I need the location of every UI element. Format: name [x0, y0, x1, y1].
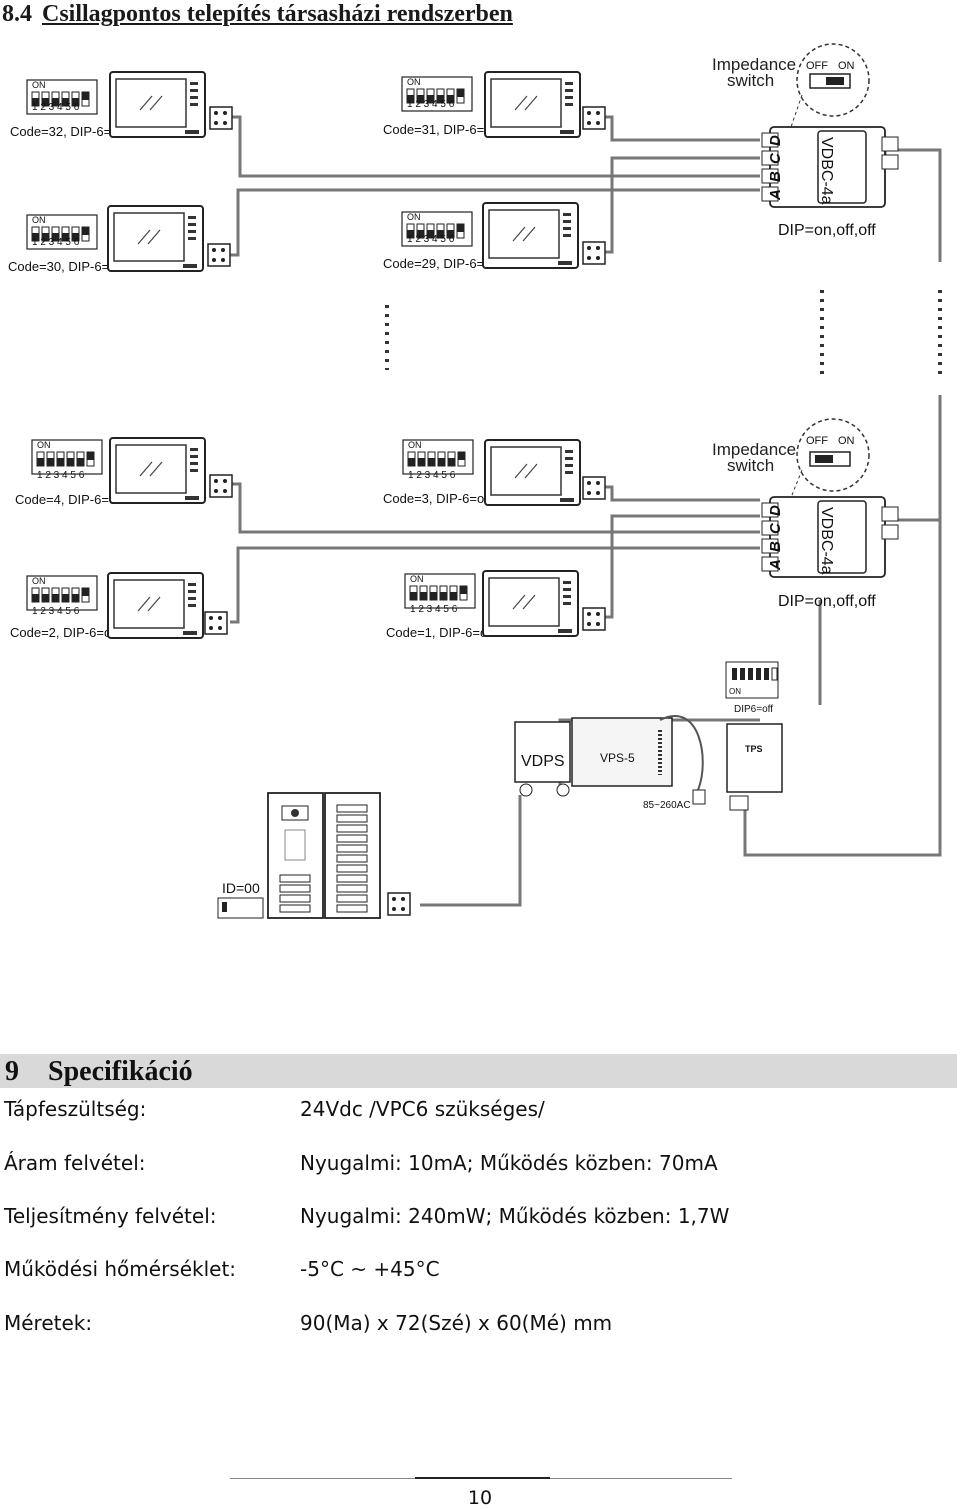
svg-text:D: D [767, 135, 784, 146]
impedance-label: Impedance [712, 55, 796, 74]
svg-text:ON: ON [838, 435, 855, 447]
section-number: 8.4 [2, 1, 32, 27]
svg-text:switch: switch [727, 71, 774, 90]
vdbc-dip-label: DIP=on,off,off [778, 222, 876, 239]
vps-5-module [571, 717, 673, 787]
svg-text:ON: ON [37, 440, 51, 450]
footer-rule [230, 1477, 732, 1479]
svg-text:C: C [767, 522, 784, 534]
svg-text:1 2 3 4 5 6: 1 2 3 4 5 6 [37, 470, 85, 481]
monitor-code-label: Code=3, DIP-6=on [383, 491, 491, 506]
svg-text:1 2 3 4 5 6: 1 2 3 4 5 6 [407, 99, 455, 110]
svg-text:1 2 3 4 5 6: 1 2 3 4 5 6 [32, 606, 80, 617]
spec-row: Tápfeszültség: 24Vdc /VPC6 szükséges/ [0, 1097, 960, 1127]
panel-id-label: ID=00 [222, 880, 260, 896]
spec-value: Nyugalmi: 10mA; Működés közben: 70mA [300, 1151, 718, 1175]
monitor-unit [109, 437, 206, 504]
svg-text:ON: ON [410, 574, 424, 584]
monitor-unit [107, 572, 204, 639]
spec-label: Méretek: [4, 1311, 93, 1335]
wiring-diagram: ON ON ON ON 1 2 3 4 5 6 1 2 3 4 5 6 1 2 … [8, 43, 942, 919]
dip-on-label: ON [32, 80, 46, 90]
monitor-unit [482, 202, 579, 269]
terminal-block [582, 476, 606, 500]
spec-row: Teljesítmény felvétel: Nyugalmi: 240mW; … [0, 1204, 960, 1234]
monitor-code-label: Code=1, DIP-6=on [386, 625, 494, 640]
spec-number: 9 [5, 1056, 19, 1087]
ac-input-label: 85~260AC [643, 800, 691, 811]
terminal-block [204, 611, 228, 635]
monitor-code-label: Code=31, DIP-6=on [383, 122, 499, 137]
monitor-code-label: Code=4, DIP-6=on [15, 492, 123, 507]
svg-text:VDPS: VDPS [521, 753, 565, 770]
spec-label: Teljesítmény felvétel: [4, 1204, 217, 1228]
svg-text:Impedance: Impedance [712, 440, 796, 459]
spec-row: Működési hőmérséklet: -5°C ~ +45°C [0, 1257, 960, 1287]
vdbc-label: VDBC-4a [818, 137, 835, 205]
svg-text:D: D [767, 505, 784, 516]
monitor-code-label: Code=29, DIP-6=on [383, 256, 499, 271]
spec-heading: 9 Specifikáció [0, 1054, 957, 1088]
section-heading: 8.4 Csillagpontos telepítés társasházi re… [2, 0, 513, 34]
tps-module [726, 723, 783, 793]
spec-label: Áram felvétel: [4, 1151, 146, 1175]
spec-title: Specifikáció [48, 1056, 193, 1087]
spec-value: 24Vdc /VPC6 szükséges/ [300, 1097, 545, 1121]
monitor-unit [484, 71, 581, 138]
spec-label: Működési hőmérséklet: [4, 1257, 237, 1281]
page-number: 10 [467, 1487, 493, 1509]
terminal-block [582, 106, 606, 130]
svg-text:ON: ON [32, 215, 46, 225]
terminal-block [209, 106, 233, 130]
monitor-unit [107, 205, 204, 272]
spec-row: Áram felvétel: Nyugalmi: 10mA; Működés k… [0, 1151, 960, 1181]
spec-row: Méretek: 90(Ma) x 72(Szé) x 60(Mé) mm [0, 1311, 960, 1341]
svg-text:VDBC-4a: VDBC-4a [818, 507, 835, 575]
svg-text:TPS: TPS [745, 744, 763, 754]
svg-text:ON: ON [838, 60, 855, 72]
svg-text:ON: ON [407, 77, 421, 87]
spec-value: -5°C ~ +45°C [300, 1257, 440, 1281]
vdps-module [514, 721, 571, 783]
svg-text:DIP=on,off,off: DIP=on,off,off [778, 593, 876, 610]
svg-text:B: B [767, 541, 784, 552]
section-title: Csillagpontos telepítés társasházi rends… [42, 1, 513, 27]
svg-text:OFF: OFF [806, 60, 828, 72]
svg-text:A: A [767, 189, 784, 201]
monitor-code-label: Code=2, DIP-6=on [10, 625, 118, 640]
monitor-unit [482, 570, 579, 637]
svg-text:ON: ON [408, 440, 422, 450]
svg-text:1 2 3 4 5 6: 1 2 3 4 5 6 [32, 237, 80, 248]
svg-text:C: C [767, 152, 784, 164]
terminal-block [387, 892, 411, 916]
svg-text:1 2 3 4 5 6: 1 2 3 4 5 6 [407, 234, 455, 245]
svg-text:ON: ON [407, 212, 421, 222]
svg-text:ON: ON [32, 576, 46, 586]
svg-text:A: A [767, 559, 784, 571]
monitor-code-label: Code=32, DIP-6=on [10, 124, 126, 139]
terminal-block [582, 241, 606, 265]
monitor-code-label: Code=30, DIP-6=on [8, 259, 124, 274]
svg-text:VPS-5: VPS-5 [600, 751, 635, 765]
spec-label: Tápfeszültség: [4, 1097, 147, 1121]
terminal-block [209, 474, 233, 498]
svg-text:OFF: OFF [806, 435, 828, 447]
spec-value: 90(Ma) x 72(Szé) x 60(Mé) mm [300, 1311, 613, 1335]
tps-dip-label: DIP6=off [734, 704, 773, 715]
svg-text:1 2 3 4 5 6: 1 2 3 4 5 6 [410, 604, 458, 615]
svg-text:1 2 3 4 5 6: 1 2 3 4 5 6 [408, 470, 456, 481]
svg-text:1 2 3 4 5 6: 1 2 3 4 5 6 [32, 102, 80, 113]
terminal-block [582, 607, 606, 631]
svg-text:ON: ON [729, 687, 741, 696]
svg-text:switch: switch [727, 456, 774, 475]
monitor-unit [484, 439, 581, 506]
svg-text:B: B [767, 171, 784, 182]
spec-value: Nyugalmi: 240mW; Működés közben: 1,7W [300, 1204, 730, 1228]
terminal-block [207, 243, 231, 267]
monitor-unit [109, 71, 206, 138]
